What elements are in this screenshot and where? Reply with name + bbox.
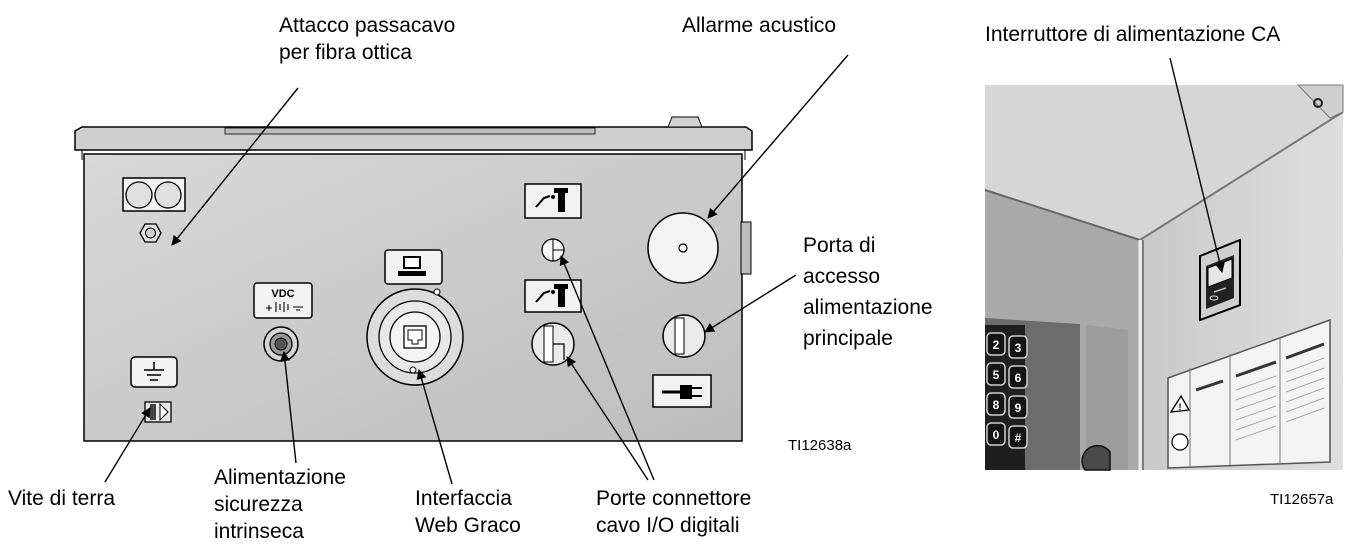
power-plug-icon	[652, 374, 712, 408]
svg-text:6: 6	[1015, 371, 1022, 385]
svg-text:9: 9	[1015, 401, 1022, 415]
warning-icon: !	[1169, 394, 1191, 413]
alarm-icon	[647, 212, 719, 284]
label-web-interface: Interfaccia Web Graco	[415, 487, 521, 537]
leader-fiber-optic	[171, 87, 299, 246]
control-box: VDC	[74, 116, 753, 442]
leader-intrinsic-power	[279, 351, 297, 464]
enclosure-bolt	[1081, 444, 1111, 471]
web-interface-port	[366, 288, 464, 386]
svg-text:2: 2	[993, 338, 1000, 352]
lid-knob	[667, 116, 703, 128]
main-power-access-port	[662, 314, 706, 358]
keypad-key: #	[1008, 425, 1028, 449]
keypad-key: 8	[986, 392, 1006, 416]
keypad: 2 3 5 6 8 9 0 #	[985, 325, 1028, 470]
leader-lines	[104, 54, 1225, 485]
intrinsic-power-connector	[263, 326, 299, 362]
leader-main-power	[704, 274, 797, 333]
label-digital-io-ports: Porte connettore cavo I/O digitali	[596, 487, 752, 537]
dc-power-icon: VDC	[253, 282, 313, 319]
io-port-upper	[541, 238, 565, 262]
label-audible-alarm: Allarme acustico	[682, 14, 837, 37]
label-ground-screw: Vite di terra	[8, 487, 115, 510]
enclosure-top	[985, 85, 1343, 240]
figure-id-left: TI12638a	[788, 437, 852, 454]
computer-icon	[384, 249, 443, 285]
label-fiber-optic-port: Attacco passacavo per fibra ottica	[279, 14, 456, 64]
fiber-optic-fitting	[139, 223, 162, 243]
keypad-key: 9	[1008, 395, 1028, 419]
io-port-lower	[531, 322, 575, 366]
keypad-key: 5	[986, 362, 1006, 386]
label-intrinsic-power: Alimentazione sicurezza intrinseca	[214, 466, 346, 543]
signal-tower-icon	[524, 183, 582, 219]
keypad-key: 2	[986, 332, 1006, 356]
leader-web	[416, 369, 453, 485]
ground-icon	[130, 356, 178, 388]
label-ac-power-switch: Interruttore di alimentazione CA	[985, 23, 1281, 46]
leader-io-upper	[559, 255, 655, 481]
svg-text:5: 5	[993, 368, 1000, 382]
svg-text:8: 8	[993, 398, 1000, 412]
leader-alarm	[707, 54, 849, 219]
leader-io-lower	[566, 356, 649, 481]
warning-label: !	[1167, 318, 1331, 469]
ac-power-switch	[1199, 238, 1241, 322]
keypad-key: 3	[1008, 335, 1028, 359]
figure-id-right: TI12657a	[1270, 491, 1334, 508]
ground-screw	[144, 401, 172, 423]
keypad-key: 0	[986, 422, 1006, 446]
leader-ground	[104, 407, 151, 483]
svg-text:#: #	[1015, 431, 1022, 445]
fiber-optic-port-icon	[122, 177, 186, 212]
signal-tower-icon	[524, 279, 582, 313]
svg-text:0: 0	[993, 428, 1000, 442]
label-main-power-access: Porta di accesso alimentazione principal…	[803, 234, 933, 350]
svg-text:3: 3	[1015, 341, 1022, 355]
leader-ac-switch	[1169, 57, 1225, 273]
vdc-label: VDC	[271, 288, 294, 300]
keypad-key: 6	[1008, 365, 1028, 389]
svg-text:!: !	[1179, 402, 1182, 412]
